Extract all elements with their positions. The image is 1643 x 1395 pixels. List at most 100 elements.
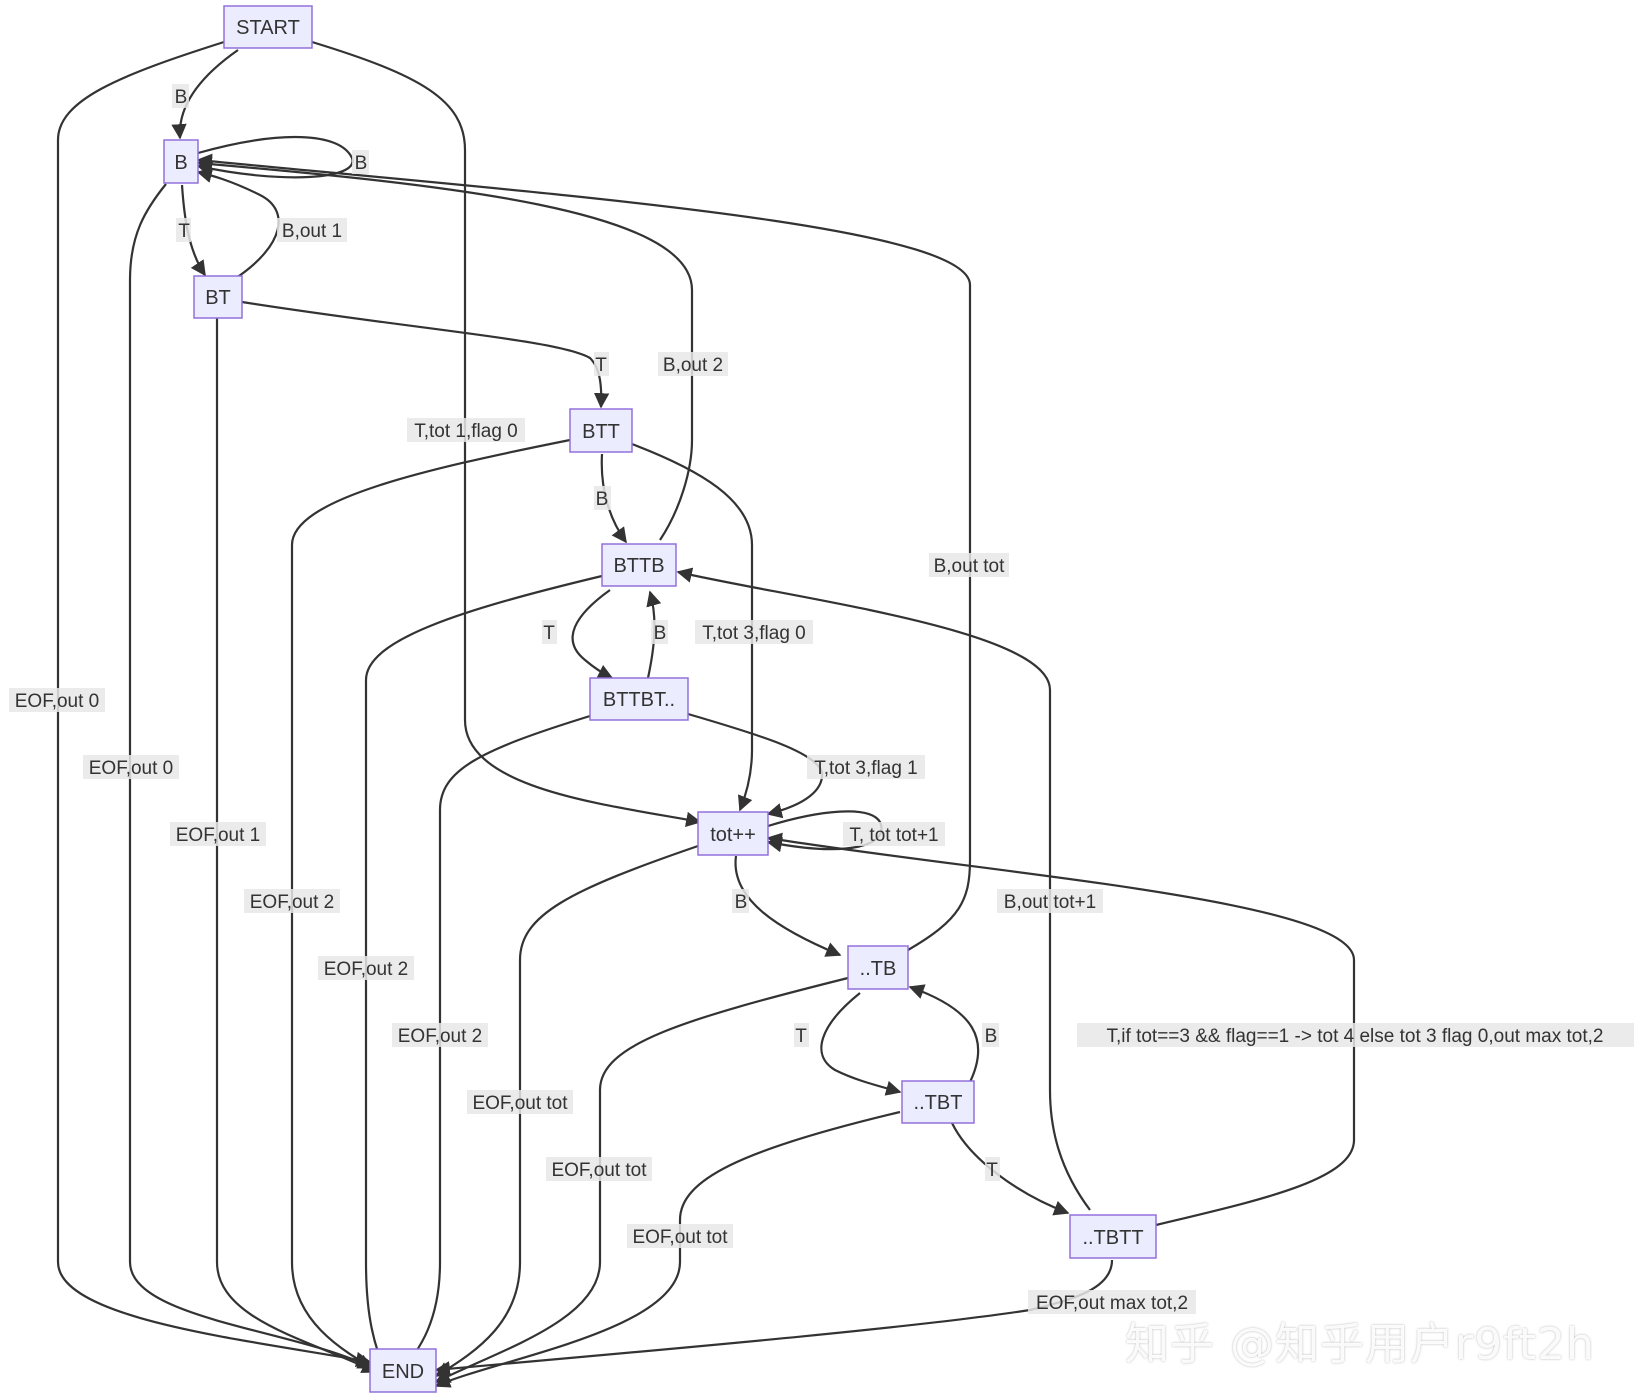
svg-text:B,out 1: B,out 1 bbox=[282, 221, 342, 242]
label-start-end: EOF,out 0 bbox=[9, 688, 105, 712]
label-bttb-bttbt: T bbox=[542, 620, 557, 644]
edge-tot-end bbox=[434, 844, 699, 1377]
svg-text:T: T bbox=[178, 221, 190, 242]
label-bttb-b: B,out 2 bbox=[658, 352, 728, 376]
edge-b-self bbox=[196, 136, 354, 179]
edge-start-tot bbox=[311, 40, 702, 827]
edge-bt-end bbox=[215, 318, 378, 1373]
label-bt-b: B,out 1 bbox=[277, 218, 347, 242]
svg-text:T: T bbox=[595, 355, 607, 376]
edge-bttb-end bbox=[364, 574, 603, 1374]
node-tot: tot++ bbox=[697, 811, 769, 856]
svg-text:EOF,out 0: EOF,out 0 bbox=[15, 691, 100, 712]
edge-bttbt-end bbox=[398, 714, 591, 1374]
label-tb-tbt: T bbox=[794, 1023, 809, 1047]
svg-text:B: B bbox=[985, 1026, 998, 1047]
svg-text:EOF,out 1: EOF,out 1 bbox=[176, 825, 261, 846]
label-start-b: B bbox=[172, 84, 189, 108]
edge-tbt-end bbox=[434, 1110, 901, 1388]
label-tb-end: EOF,out tot bbox=[546, 1157, 652, 1181]
svg-text:END: END bbox=[382, 1361, 424, 1383]
svg-text:T,tot 3,flag 0: T,tot 3,flag 0 bbox=[702, 623, 806, 644]
svg-text:T,tot 3,flag 1: T,tot 3,flag 1 bbox=[814, 758, 918, 779]
svg-text:BTT: BTT bbox=[582, 421, 620, 443]
svg-text:B,out 2: B,out 2 bbox=[663, 355, 723, 376]
svg-text:..TBT: ..TBT bbox=[914, 1092, 963, 1114]
svg-text:..TB: ..TB bbox=[860, 958, 897, 980]
edge-btt-tot bbox=[631, 442, 754, 812]
label-btt-end: EOF,out 2 bbox=[244, 889, 340, 913]
edge-bt-b bbox=[196, 167, 280, 279]
edge-bttbt-tot bbox=[687, 712, 824, 819]
svg-text:..TBTT: ..TBTT bbox=[1082, 1227, 1143, 1249]
edge-tbtt-bttb bbox=[676, 567, 1091, 1211]
edge-bt-btt bbox=[241, 300, 610, 409]
svg-text:B: B bbox=[596, 489, 609, 510]
edge-tot-tb bbox=[734, 855, 842, 957]
label-bttbt-end: EOF,out 2 bbox=[392, 1023, 488, 1047]
label-bttb-end: EOF,out 2 bbox=[318, 956, 414, 980]
svg-text:B,out tot+1: B,out tot+1 bbox=[1004, 892, 1096, 913]
label-b-self: B bbox=[352, 150, 369, 174]
svg-text:B: B bbox=[175, 87, 188, 108]
label-tot-self: T, tot tot+1 bbox=[843, 822, 945, 846]
label-btt-bttb: B bbox=[594, 486, 611, 510]
label-tbt-tb: B bbox=[982, 1023, 999, 1047]
svg-text:EOF,out tot: EOF,out tot bbox=[551, 1160, 647, 1181]
node-tbt: ..TBT bbox=[901, 1080, 975, 1124]
label-bttbt-bttb: B bbox=[651, 620, 668, 644]
node-btt: BTT bbox=[569, 408, 633, 453]
node-tbtt: ..TBTT bbox=[1069, 1214, 1157, 1259]
label-b-bt: T bbox=[176, 218, 191, 242]
svg-text:B: B bbox=[735, 892, 748, 913]
label-tbtt-tot: T,if tot==3 && flag==1 -> tot 4 else tot… bbox=[1077, 1023, 1634, 1047]
node-start: START bbox=[223, 5, 313, 49]
node-bttbt: BTTBT.. bbox=[589, 677, 689, 721]
svg-text:EOF,out tot: EOF,out tot bbox=[632, 1227, 728, 1248]
label-b-end: EOF,out 0 bbox=[83, 755, 179, 779]
svg-text:T: T bbox=[986, 1160, 998, 1181]
label-tot-tb: B bbox=[732, 889, 749, 913]
svg-text:EOF,out 0: EOF,out 0 bbox=[89, 758, 174, 779]
edge-btt-end bbox=[290, 438, 571, 1373]
edge-tbt-tb bbox=[908, 984, 980, 1083]
label-btt-tot: T,tot 3,flag 0 bbox=[695, 620, 813, 644]
svg-text:BTTBT..: BTTBT.. bbox=[603, 689, 675, 711]
label-tbt-end: EOF,out tot bbox=[627, 1224, 733, 1248]
svg-text:EOF,out 2: EOF,out 2 bbox=[398, 1026, 483, 1047]
node-end: END bbox=[369, 1348, 437, 1393]
node-tb: ..TB bbox=[847, 945, 909, 990]
svg-text:BT: BT bbox=[205, 287, 231, 309]
edge-bttb-b bbox=[196, 156, 694, 541]
edge-bttb-bttbt bbox=[571, 589, 614, 679]
label-tbtt-bttb: B,out tot+1 bbox=[997, 889, 1103, 913]
svg-text:T: T bbox=[543, 623, 555, 644]
edge-tbtt-tot bbox=[766, 832, 1356, 1227]
svg-text:B,out tot: B,out tot bbox=[934, 556, 1005, 577]
label-bttbt-tot: T,tot 3,flag 1 bbox=[807, 755, 925, 779]
svg-text:EOF,out tot: EOF,out tot bbox=[472, 1093, 568, 1114]
edge-b-end bbox=[128, 183, 374, 1369]
edge-tb-tbt bbox=[820, 992, 902, 1096]
svg-text:T: T bbox=[795, 1026, 807, 1047]
label-start-tot: T,tot 1,flag 0 bbox=[407, 418, 525, 442]
edge-tbt-tbtt bbox=[951, 1122, 1070, 1216]
svg-text:T,if tot==3 && flag==1 -> tot: T,if tot==3 && flag==1 -> tot 4 else tot… bbox=[1107, 1026, 1604, 1047]
edge-tb-end bbox=[434, 976, 849, 1383]
svg-text:EOF,out max tot,2: EOF,out max tot,2 bbox=[1036, 1293, 1188, 1314]
svg-text:T,tot 1,flag 0: T,tot 1,flag 0 bbox=[414, 421, 518, 442]
svg-text:BTTB: BTTB bbox=[613, 555, 664, 577]
edge-tb-b bbox=[196, 153, 972, 951]
edge-start-b bbox=[171, 49, 239, 140]
node-b: B bbox=[163, 139, 199, 184]
node-bt: BT bbox=[193, 275, 243, 319]
svg-text:EOF,out 2: EOF,out 2 bbox=[324, 959, 409, 980]
svg-text:tot++: tot++ bbox=[710, 824, 756, 846]
label-tb-b: B,out tot bbox=[929, 553, 1009, 577]
svg-text:T, tot tot+1: T, tot tot+1 bbox=[849, 825, 938, 846]
label-tbtt-end: EOF,out max tot,2 bbox=[1028, 1290, 1196, 1314]
edge-start-end bbox=[56, 40, 372, 1368]
svg-text:B: B bbox=[654, 623, 667, 644]
svg-text:START: START bbox=[236, 17, 300, 39]
